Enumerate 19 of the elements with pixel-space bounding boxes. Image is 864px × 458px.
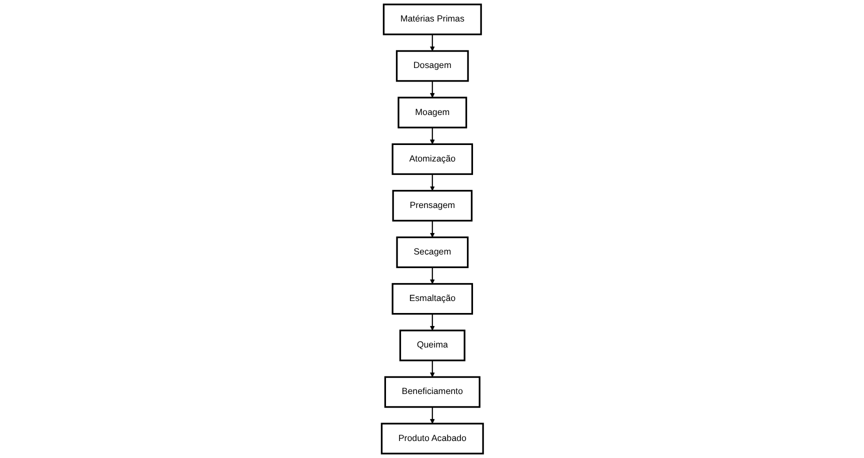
node-box: Esmaltação [391, 283, 473, 315]
node-box: Prensagem [392, 190, 472, 222]
arrow [430, 360, 434, 378]
node-box: Moagem [397, 96, 467, 128]
node-box: Produto Acabado [380, 422, 484, 454]
arrow [430, 34, 434, 52]
arrow [430, 128, 434, 144]
node-box: Queima [399, 330, 465, 362]
node-box: Atomização [391, 143, 473, 175]
node-box: Beneficiamento [384, 376, 480, 408]
arrow [430, 220, 434, 238]
arrow [430, 174, 434, 191]
node-box: Secagem [396, 236, 468, 268]
arrow [430, 314, 434, 331]
node-box: Matérias Primas [382, 4, 482, 36]
arrow [430, 267, 434, 284]
arrow [430, 80, 434, 98]
arrow [430, 407, 434, 424]
node-box: Dosagem [396, 50, 468, 82]
